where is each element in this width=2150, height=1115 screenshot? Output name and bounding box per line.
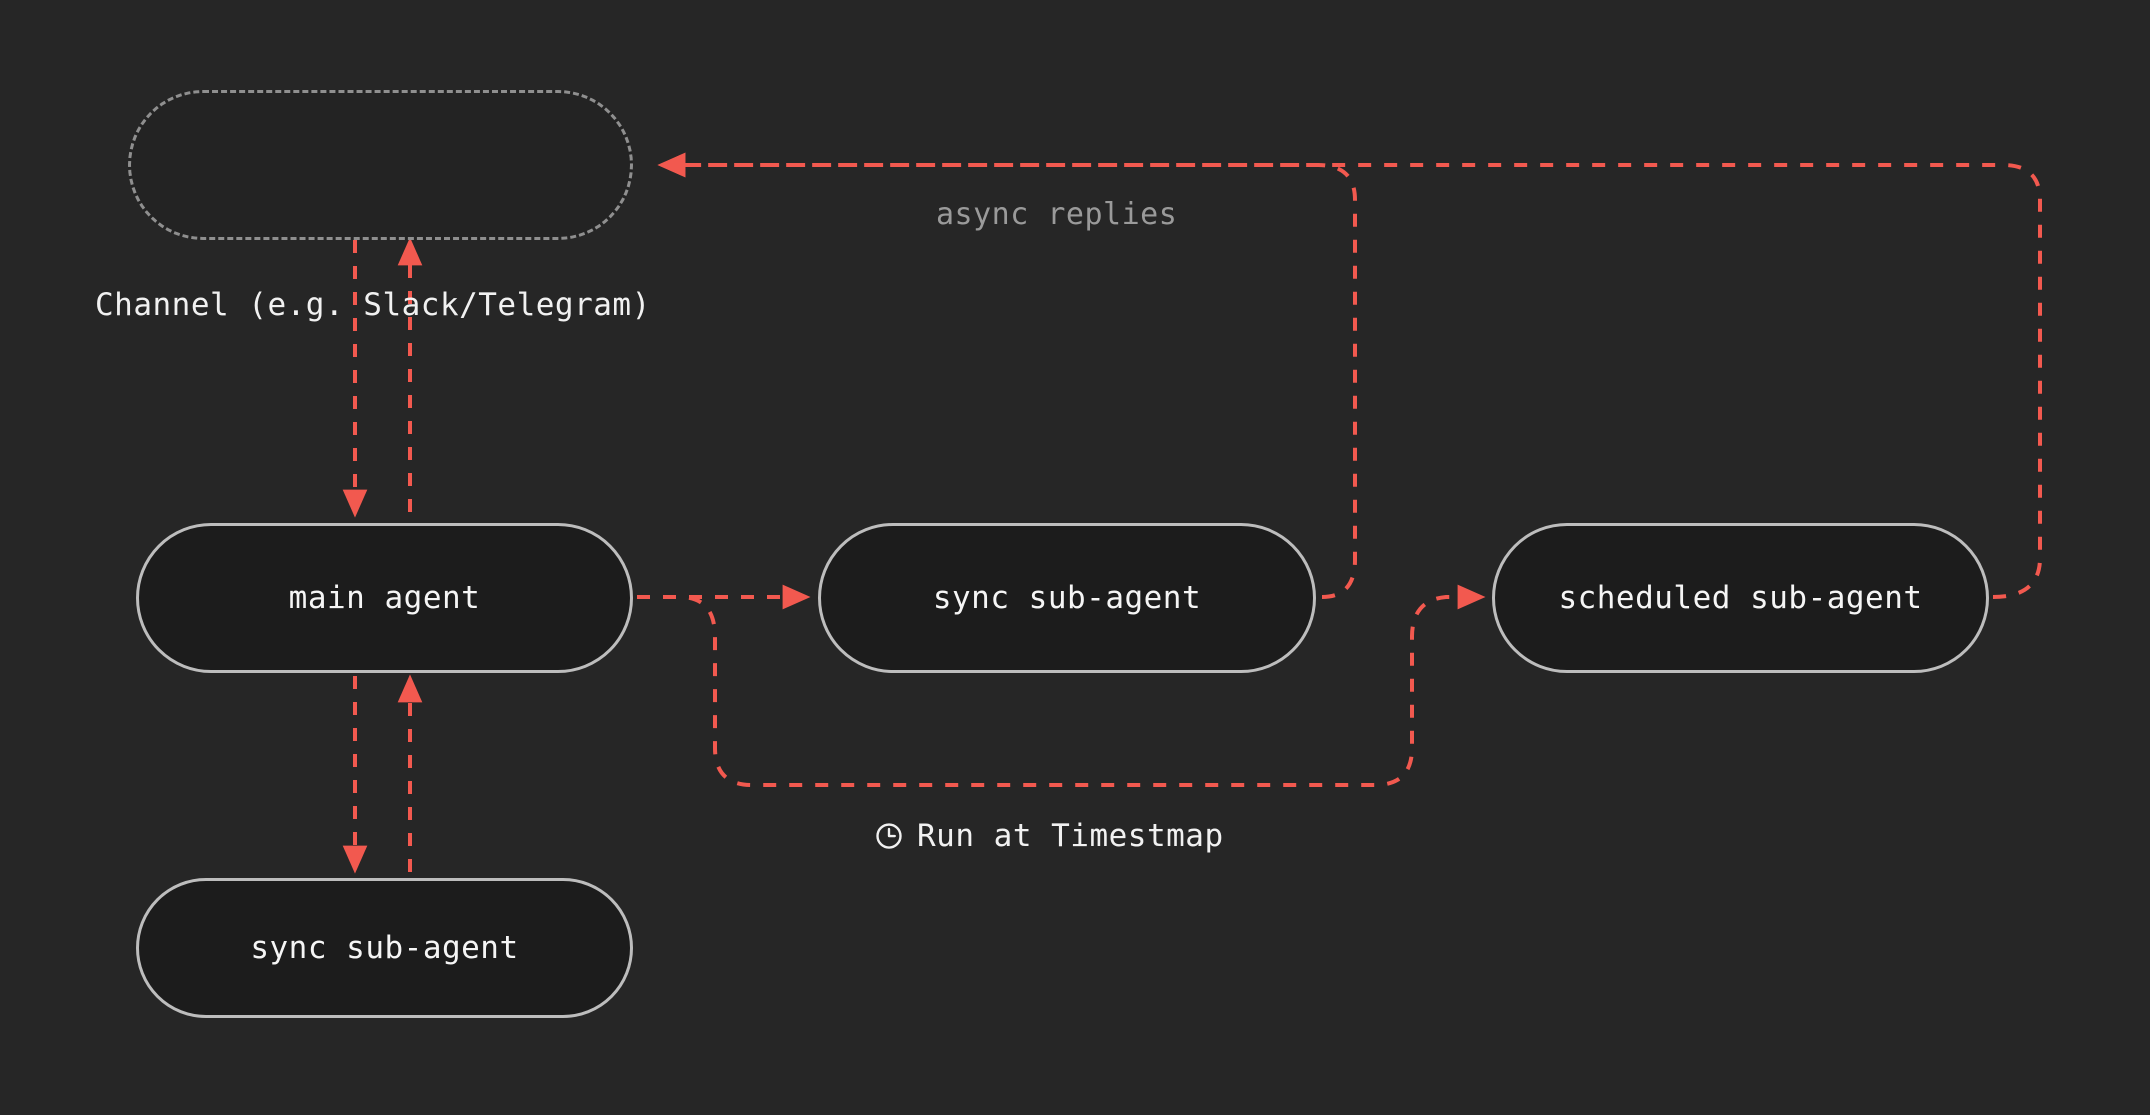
node-scheduled-sub-agent[interactable]: scheduled sub-agent — [1492, 523, 1989, 673]
edge-main-agent-to-scheduled-sub-agent — [637, 584, 1486, 787]
channel-caption: Channel (e.g. Slack/Telegram) — [95, 287, 651, 323]
node-main-agent-label: main agent — [288, 580, 481, 616]
edge-sync-sub-agent-to-channel-async — [657, 152, 1357, 599]
node-sync-sub-agent-right-label: sync sub-agent — [932, 580, 1202, 616]
edge-label-run-at-timestamp: Run at Timestmap — [874, 818, 1224, 854]
edge-scheduled-sub-agent-to-channel-async — [657, 152, 2042, 599]
node-sync-sub-agent-right[interactable]: sync sub-agent — [818, 523, 1316, 673]
node-channel[interactable] — [128, 90, 633, 240]
edge-label-async-replies: async replies — [936, 197, 1178, 232]
node-main-agent[interactable]: main agent — [136, 523, 633, 673]
node-scheduled-sub-agent-label: scheduled sub-agent — [1558, 580, 1923, 616]
run-at-timestamp-text: Run at Timestmap — [917, 818, 1224, 854]
node-sync-sub-agent-bottom-label: sync sub-agent — [250, 930, 519, 966]
node-sync-sub-agent-bottom[interactable]: sync sub-agent — [136, 878, 633, 1018]
clock-icon — [874, 821, 904, 851]
